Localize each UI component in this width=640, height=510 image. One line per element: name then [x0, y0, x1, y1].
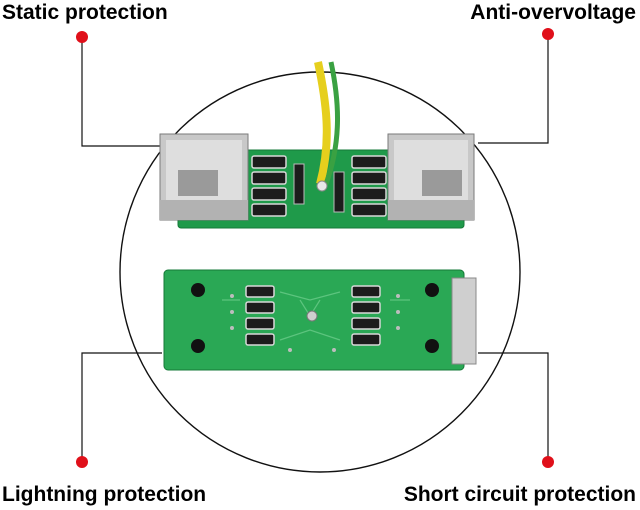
bottom-board — [163, 269, 477, 371]
label-lightning-protection: Lightning protection — [2, 483, 207, 506]
callout-dot-bottom-left — [76, 456, 88, 468]
rj45-connector-left — [159, 133, 249, 221]
label-anti-overvoltage: Anti-overvoltage — [470, 1, 636, 24]
label-static-protection: Static protection — [2, 1, 168, 24]
callout-dot-top-right — [542, 28, 554, 40]
callout-dot-bottom-right — [542, 456, 554, 468]
callout-dot-top-left — [76, 31, 88, 43]
top-board — [159, 61, 475, 229]
callout-lines — [81, 34, 549, 462]
rj45-connector-right — [387, 133, 475, 221]
label-short-circuit-protection: Short circuit protection — [403, 483, 636, 506]
